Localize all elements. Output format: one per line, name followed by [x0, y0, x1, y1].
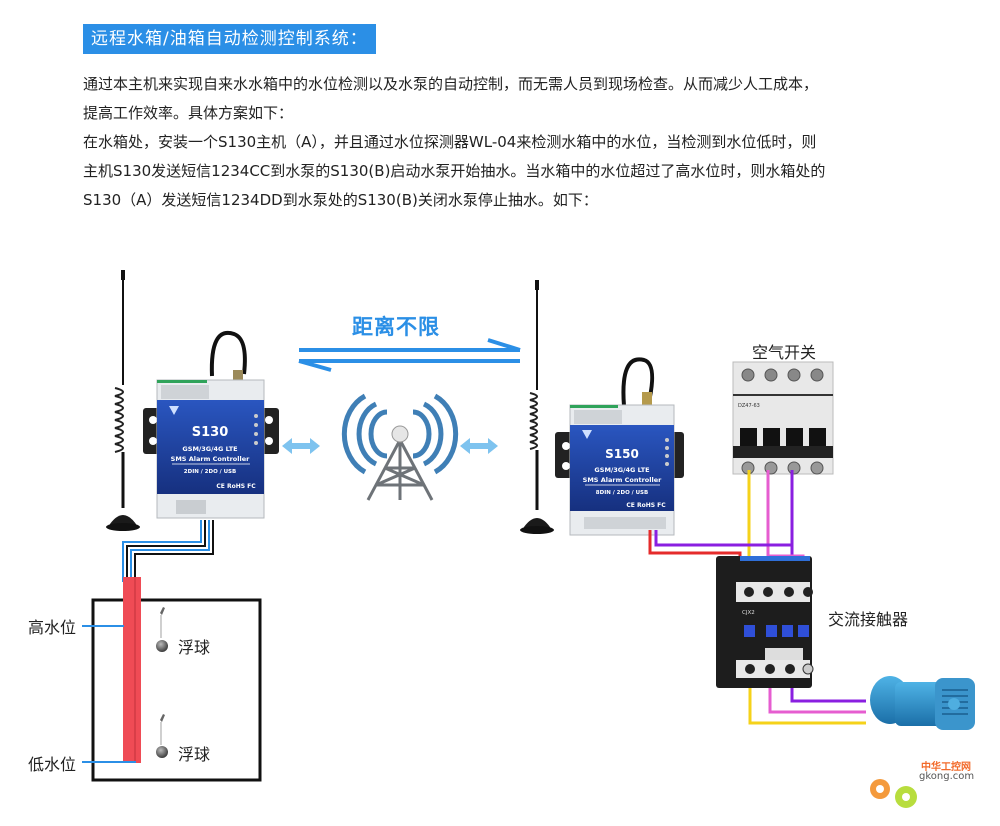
device-b-cert: CE RoHS FC [626, 502, 666, 509]
float-ball-icon [156, 607, 168, 652]
device-a-line1: GSM/3G/4G LTE [182, 445, 237, 453]
watermark-en: gkong.com [919, 771, 975, 782]
water-tank [91, 598, 262, 782]
description-line: 在水箱处，安装一个S130主机（A），并且通过水位探测器WL-04来检测水箱中的… [83, 133, 817, 151]
device-a-cert: CE RoHS FC [216, 483, 256, 490]
device-b-line3: 8DIN / 2DO / USB [596, 490, 648, 496]
air-breaker: DZ47-63 [732, 361, 834, 475]
float-label: 浮球 [178, 745, 211, 764]
description-line: 主机S130发送短信1234CC到水泵的S130(B)启动水泵开始抽水。当水箱中… [83, 162, 826, 180]
antenna-a-icon [106, 270, 140, 531]
probe-cable [122, 520, 214, 582]
breaker-model: DZ47-63 [738, 403, 760, 409]
section-title: 远程水箱/油箱自动检测控制系统： [83, 24, 376, 54]
contactor-label: 交流接触器 [828, 610, 909, 629]
antenna-b-icon [520, 280, 554, 534]
watermark-cn: 中华工控网 [921, 762, 971, 773]
description-line: S130（A）发送短信1234DD到水泵处的S130(B)关闭水泵停止抽水。如下… [83, 191, 598, 209]
distance-label: 距离不限 [352, 315, 440, 339]
water-pump-icon [870, 676, 975, 730]
breaker-label: 空气开关 [752, 343, 817, 362]
device-b-line1: GSM/3G/4G LTE [594, 466, 649, 474]
float-label: 浮球 [178, 638, 211, 657]
device-b-line2: SMS Alarm Controller [583, 476, 662, 484]
cell-tower-icon [341, 393, 459, 501]
float-ball-icon [156, 714, 168, 758]
device-b-model: S150 [605, 447, 639, 461]
high-level-label: 高水位 [28, 618, 77, 637]
description-line: 提高工作效率。具体方案如下： [83, 104, 294, 122]
description: 通过本主机来实现自来水水箱中的水位检测以及水泵的自动控制，而无需人员到现场检查。… [83, 70, 933, 215]
bidirectional-arrow-icon [298, 338, 521, 372]
gkong-logo-icon [870, 779, 917, 808]
contactor-model: CJX2 [742, 610, 755, 616]
ac-contactor: CJX2 [716, 556, 814, 688]
description-line: 通过本主机来实现自来水水箱中的水位检测以及水泵的自动控制，而无需人员到现场检查。… [83, 75, 819, 93]
device-b-s150: S150 GSM/3G/4G LTE SMS Alarm Controller … [555, 357, 684, 536]
low-level-label: 低水位 [28, 755, 77, 774]
device-a-line3: 2DIN / 2DO / USB [184, 469, 236, 475]
level-probe [123, 577, 141, 763]
link-arrow-icon [460, 438, 498, 454]
device-a-model: S130 [192, 425, 229, 440]
link-arrow-icon [282, 438, 320, 454]
device-a-line2: SMS Alarm Controller [171, 455, 250, 463]
device-a-s130: S130 GSM/3G/4G LTE SMS Alarm Controller … [143, 330, 279, 519]
